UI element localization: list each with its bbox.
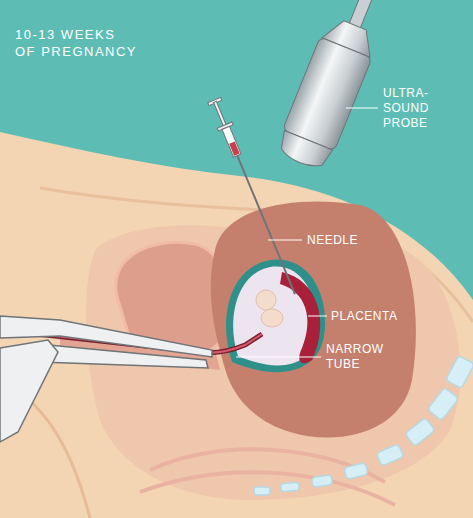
vertebra	[376, 444, 404, 467]
needle	[237, 156, 295, 294]
syringe-sample	[229, 141, 240, 155]
vertebra	[344, 463, 368, 480]
syringe-plunger	[214, 101, 227, 126]
placenta	[280, 272, 320, 363]
body-silhouette	[0, 132, 473, 518]
speculum-handle	[0, 340, 58, 442]
part-label: NARROW TUBE	[326, 342, 388, 372]
leader-line	[308, 316, 327, 317]
embryo-body	[261, 309, 283, 327]
diagram-title: 10-13 WEEKS OF PREGNANCY	[15, 26, 139, 60]
vertebra	[427, 387, 458, 420]
vertebra	[445, 355, 473, 388]
probe-body	[283, 37, 372, 151]
speculum-blade	[38, 344, 208, 368]
syringe-barrel	[222, 126, 241, 157]
leader-line	[346, 108, 378, 109]
vertebra	[254, 487, 270, 495]
part-label: PLACENTA	[331, 309, 421, 324]
probe-tip	[275, 130, 332, 172]
leader-line	[268, 240, 302, 241]
vertebra	[281, 482, 300, 491]
vertebra	[311, 475, 332, 488]
part-label: NEEDLE	[307, 233, 387, 248]
embryo-head	[256, 290, 276, 310]
leader-line	[236, 357, 321, 358]
part-label: ULTRA- SOUND PROBE	[383, 86, 439, 131]
vertebra	[405, 418, 435, 447]
